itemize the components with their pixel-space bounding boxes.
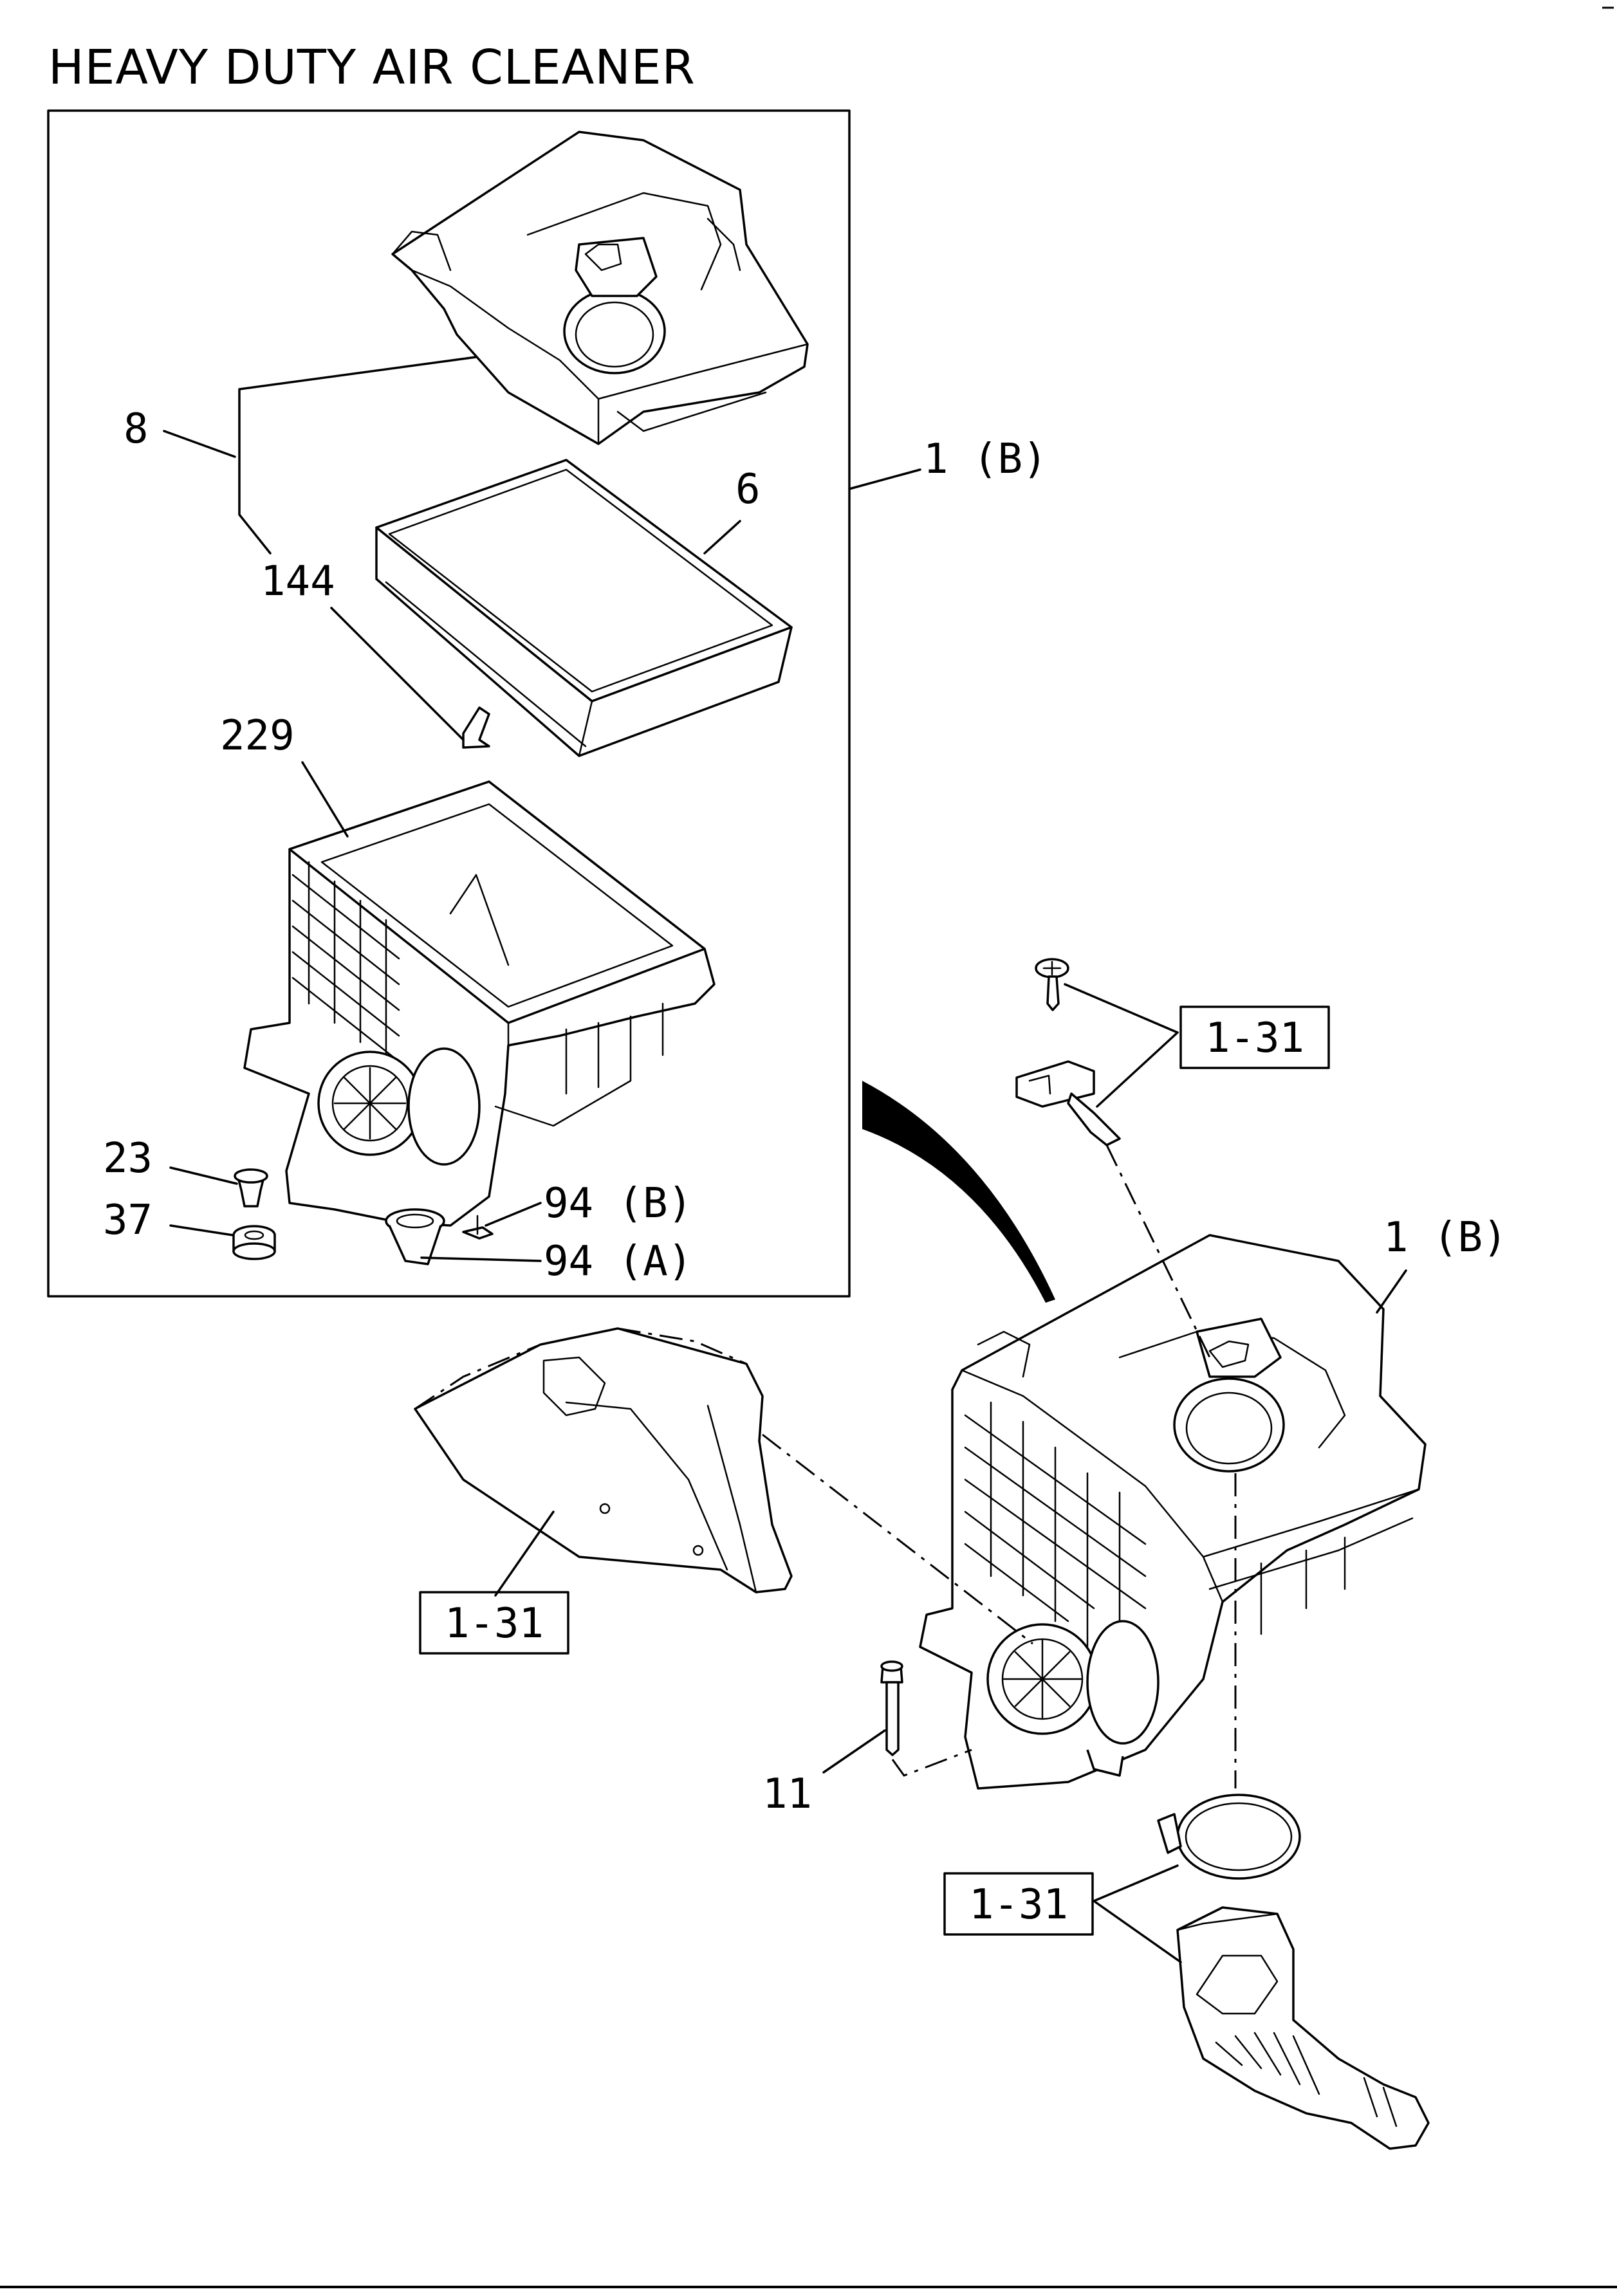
leader-23 [169, 1166, 238, 1185]
ref-box-1 [1179, 1006, 1330, 1069]
leader-1b-top [848, 468, 921, 490]
part-bolt [880, 1660, 903, 1756]
leader-11 [822, 1729, 886, 1774]
callout-11: 11 [762, 1770, 812, 1818]
ref-box-1-text: 1-31 [1205, 1015, 1304, 1062]
ref-box-3 [943, 1872, 1094, 1936]
part-94a-drain-valve [385, 1208, 445, 1265]
part-sensor-screw [1035, 958, 1069, 1011]
leader-ref2 [494, 1511, 555, 1597]
part-lower-case [243, 780, 716, 1227]
explode-arrow [862, 1081, 1055, 1303]
part-inlet-duct [414, 1327, 793, 1593]
leader-ref1-b [1096, 1031, 1179, 1108]
leader-6 [703, 520, 741, 555]
align-line-bolt [891, 1749, 972, 1777]
leader-ref1-a [1064, 983, 1179, 1034]
part-upper-cover [391, 131, 809, 445]
ref-box-2-text: 1-31 [445, 1600, 544, 1648]
leader-94b [485, 1202, 542, 1227]
callout-229: 229 [220, 712, 295, 760]
callout-144: 144 [261, 558, 335, 605]
leader-229 [301, 761, 349, 838]
leader-8 [163, 430, 236, 458]
callout-23: 23 [103, 1135, 152, 1182]
leader-94a [420, 1256, 542, 1262]
callout-94a: 94 (A) [544, 1238, 692, 1285]
part-37-rubber-mount [232, 1225, 276, 1260]
part-clip [462, 706, 490, 749]
part-airflow-sensor [1015, 1060, 1121, 1146]
leader-144 [330, 607, 465, 741]
callout-1b-right: 1 (B) [1383, 1214, 1508, 1262]
page-title: HEAVY DUTY AIR CLEANER [48, 40, 696, 95]
callout-6: 6 [735, 466, 761, 513]
ref-box-3-text: 1-31 [969, 1881, 1068, 1929]
part-23-grommet-cap [234, 1168, 268, 1208]
part-94b-pin [462, 1215, 494, 1240]
ref-box-2 [419, 1591, 569, 1655]
callout-1b-top: 1 (B) [923, 436, 1048, 483]
leader-37 [169, 1224, 234, 1236]
part-filter-element [375, 459, 793, 757]
exploded-view-frame [47, 109, 851, 1298]
callout-37: 37 [103, 1197, 152, 1244]
leader-ref3-a [1093, 1864, 1179, 1902]
part-outlet-hose [1176, 1906, 1430, 2150]
leader-1b-right [1376, 1269, 1407, 1314]
part-hose-clamp [1157, 1794, 1301, 1880]
part-assembled-air-cleaner [919, 1234, 1427, 1790]
bracket-8 [238, 356, 477, 555]
align-line-sensor [1105, 1144, 1211, 1358]
leader-ref3-b [1093, 1900, 1182, 1963]
align-line-duct [762, 1433, 1033, 1645]
callout-94b: 94 (B) [544, 1180, 692, 1227]
callout-8: 8 [124, 405, 149, 453]
